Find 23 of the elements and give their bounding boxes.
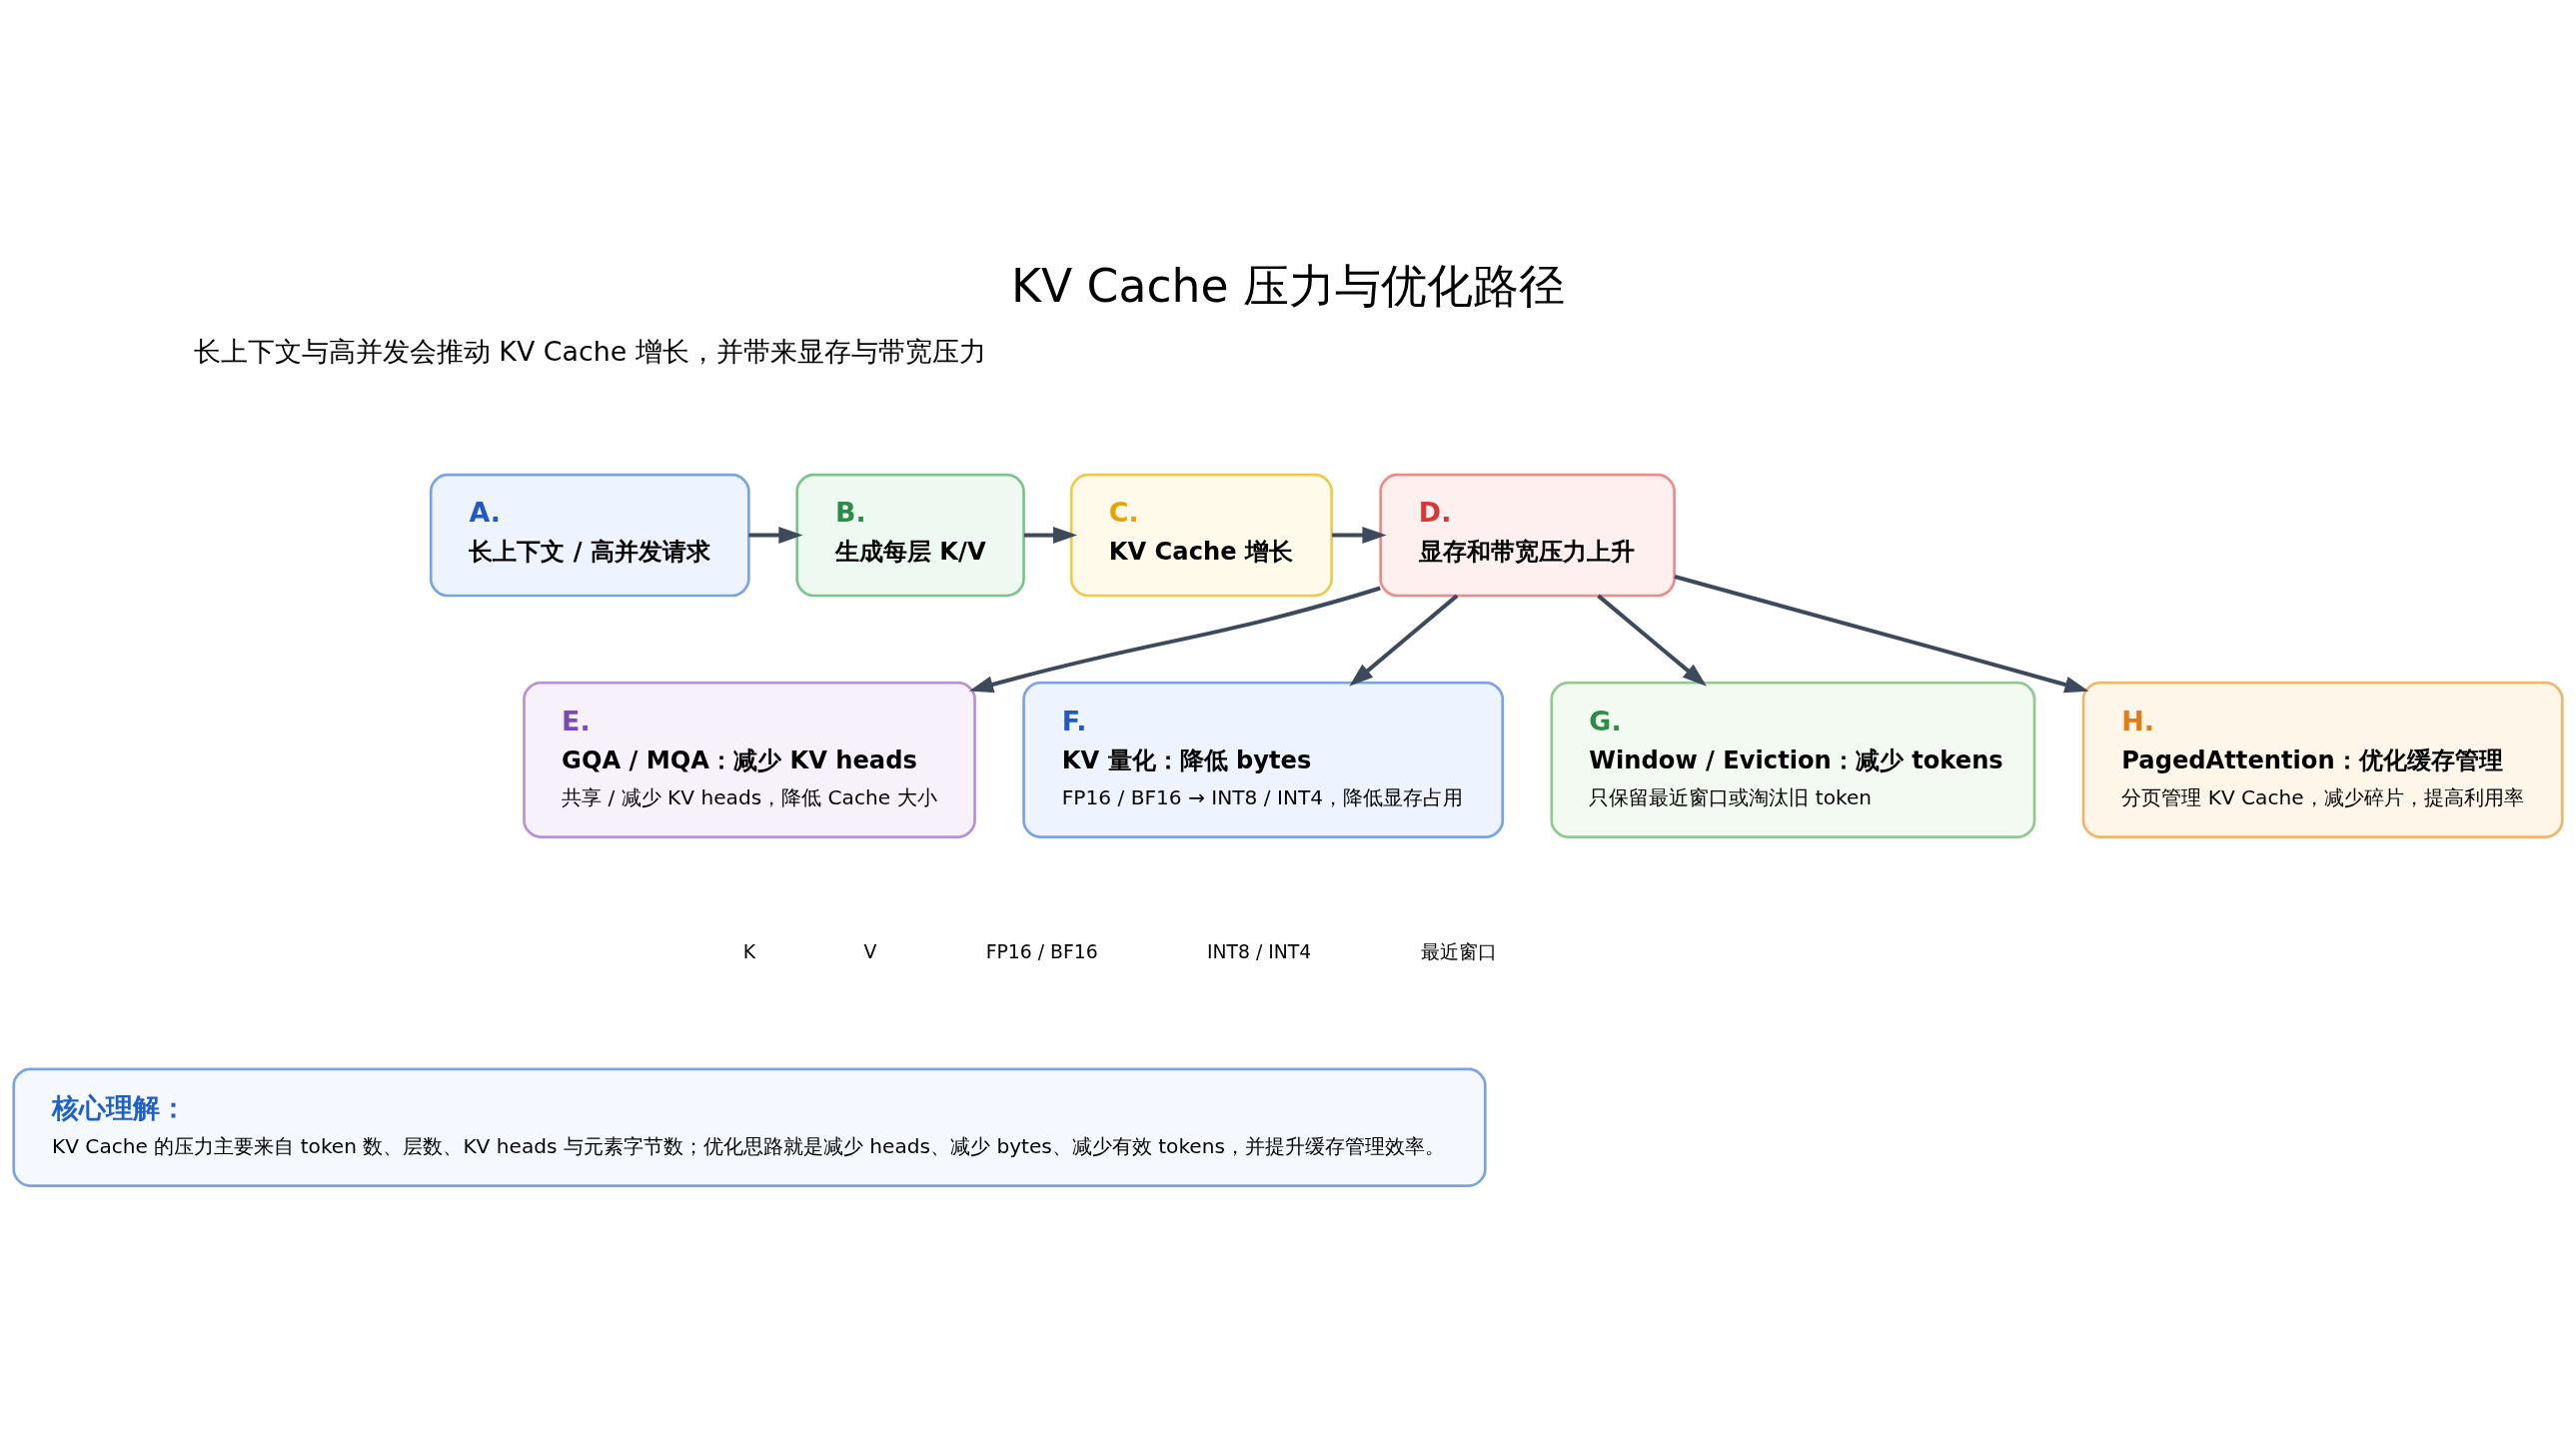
node-box: G. Window / Eviction：减少 tokens 只保留最近窗口或淘汰旧 token <box>1550 681 2036 838</box>
node-box: D. 显存和带宽压力上升 <box>1379 473 1676 597</box>
arrow <box>1597 594 1707 687</box>
label: K <box>742 940 756 962</box>
arrow <box>1023 526 1078 544</box>
label: V <box>863 940 877 962</box>
node-box: E. GQA / MQA：减少 KV heads 共享 / 减少 KV heads，降低 Cache 大小 <box>523 681 976 838</box>
label: INT8 / INT4 <box>1206 940 1312 962</box>
diagram-title: KV Cache 压力与优化路径 <box>1010 259 1566 313</box>
node-box: 核心理解： KV Cache 的压力主要来自 token 数、层数、KV heads 与元素字节数；优化思路就是减少 heads、减少 bytes、减少有效 tokens，并提升缓存管理效率。 <box>12 1067 1487 1187</box>
label: FP16 / BF16 <box>985 940 1098 962</box>
arrow <box>1349 594 1459 687</box>
node-box: B. 生成每层 K/V <box>795 473 1025 597</box>
arrow <box>968 586 1381 693</box>
arrow <box>748 526 803 544</box>
node-box: A. 长上下文 / 高并发请求 <box>429 473 750 597</box>
node-box: F. KV 量化：降低 bytes FP16 / BF16 → INT8 / INT4，降低显存占用 <box>1022 681 1505 838</box>
label: 最近窗口 <box>1421 940 1498 962</box>
arrow <box>1332 526 1387 544</box>
label: 长上下文与高并发会推动 KV Cache 增长，并带来显存与带宽压力 <box>193 335 986 367</box>
node-box: C. KV Cache 增长 <box>1069 473 1333 597</box>
node-box: H. PagedAttention：优化缓存管理 分页管理 KV Cache，减少碎片，提高利用率 <box>2081 681 2564 838</box>
arrow <box>1674 574 2089 693</box>
